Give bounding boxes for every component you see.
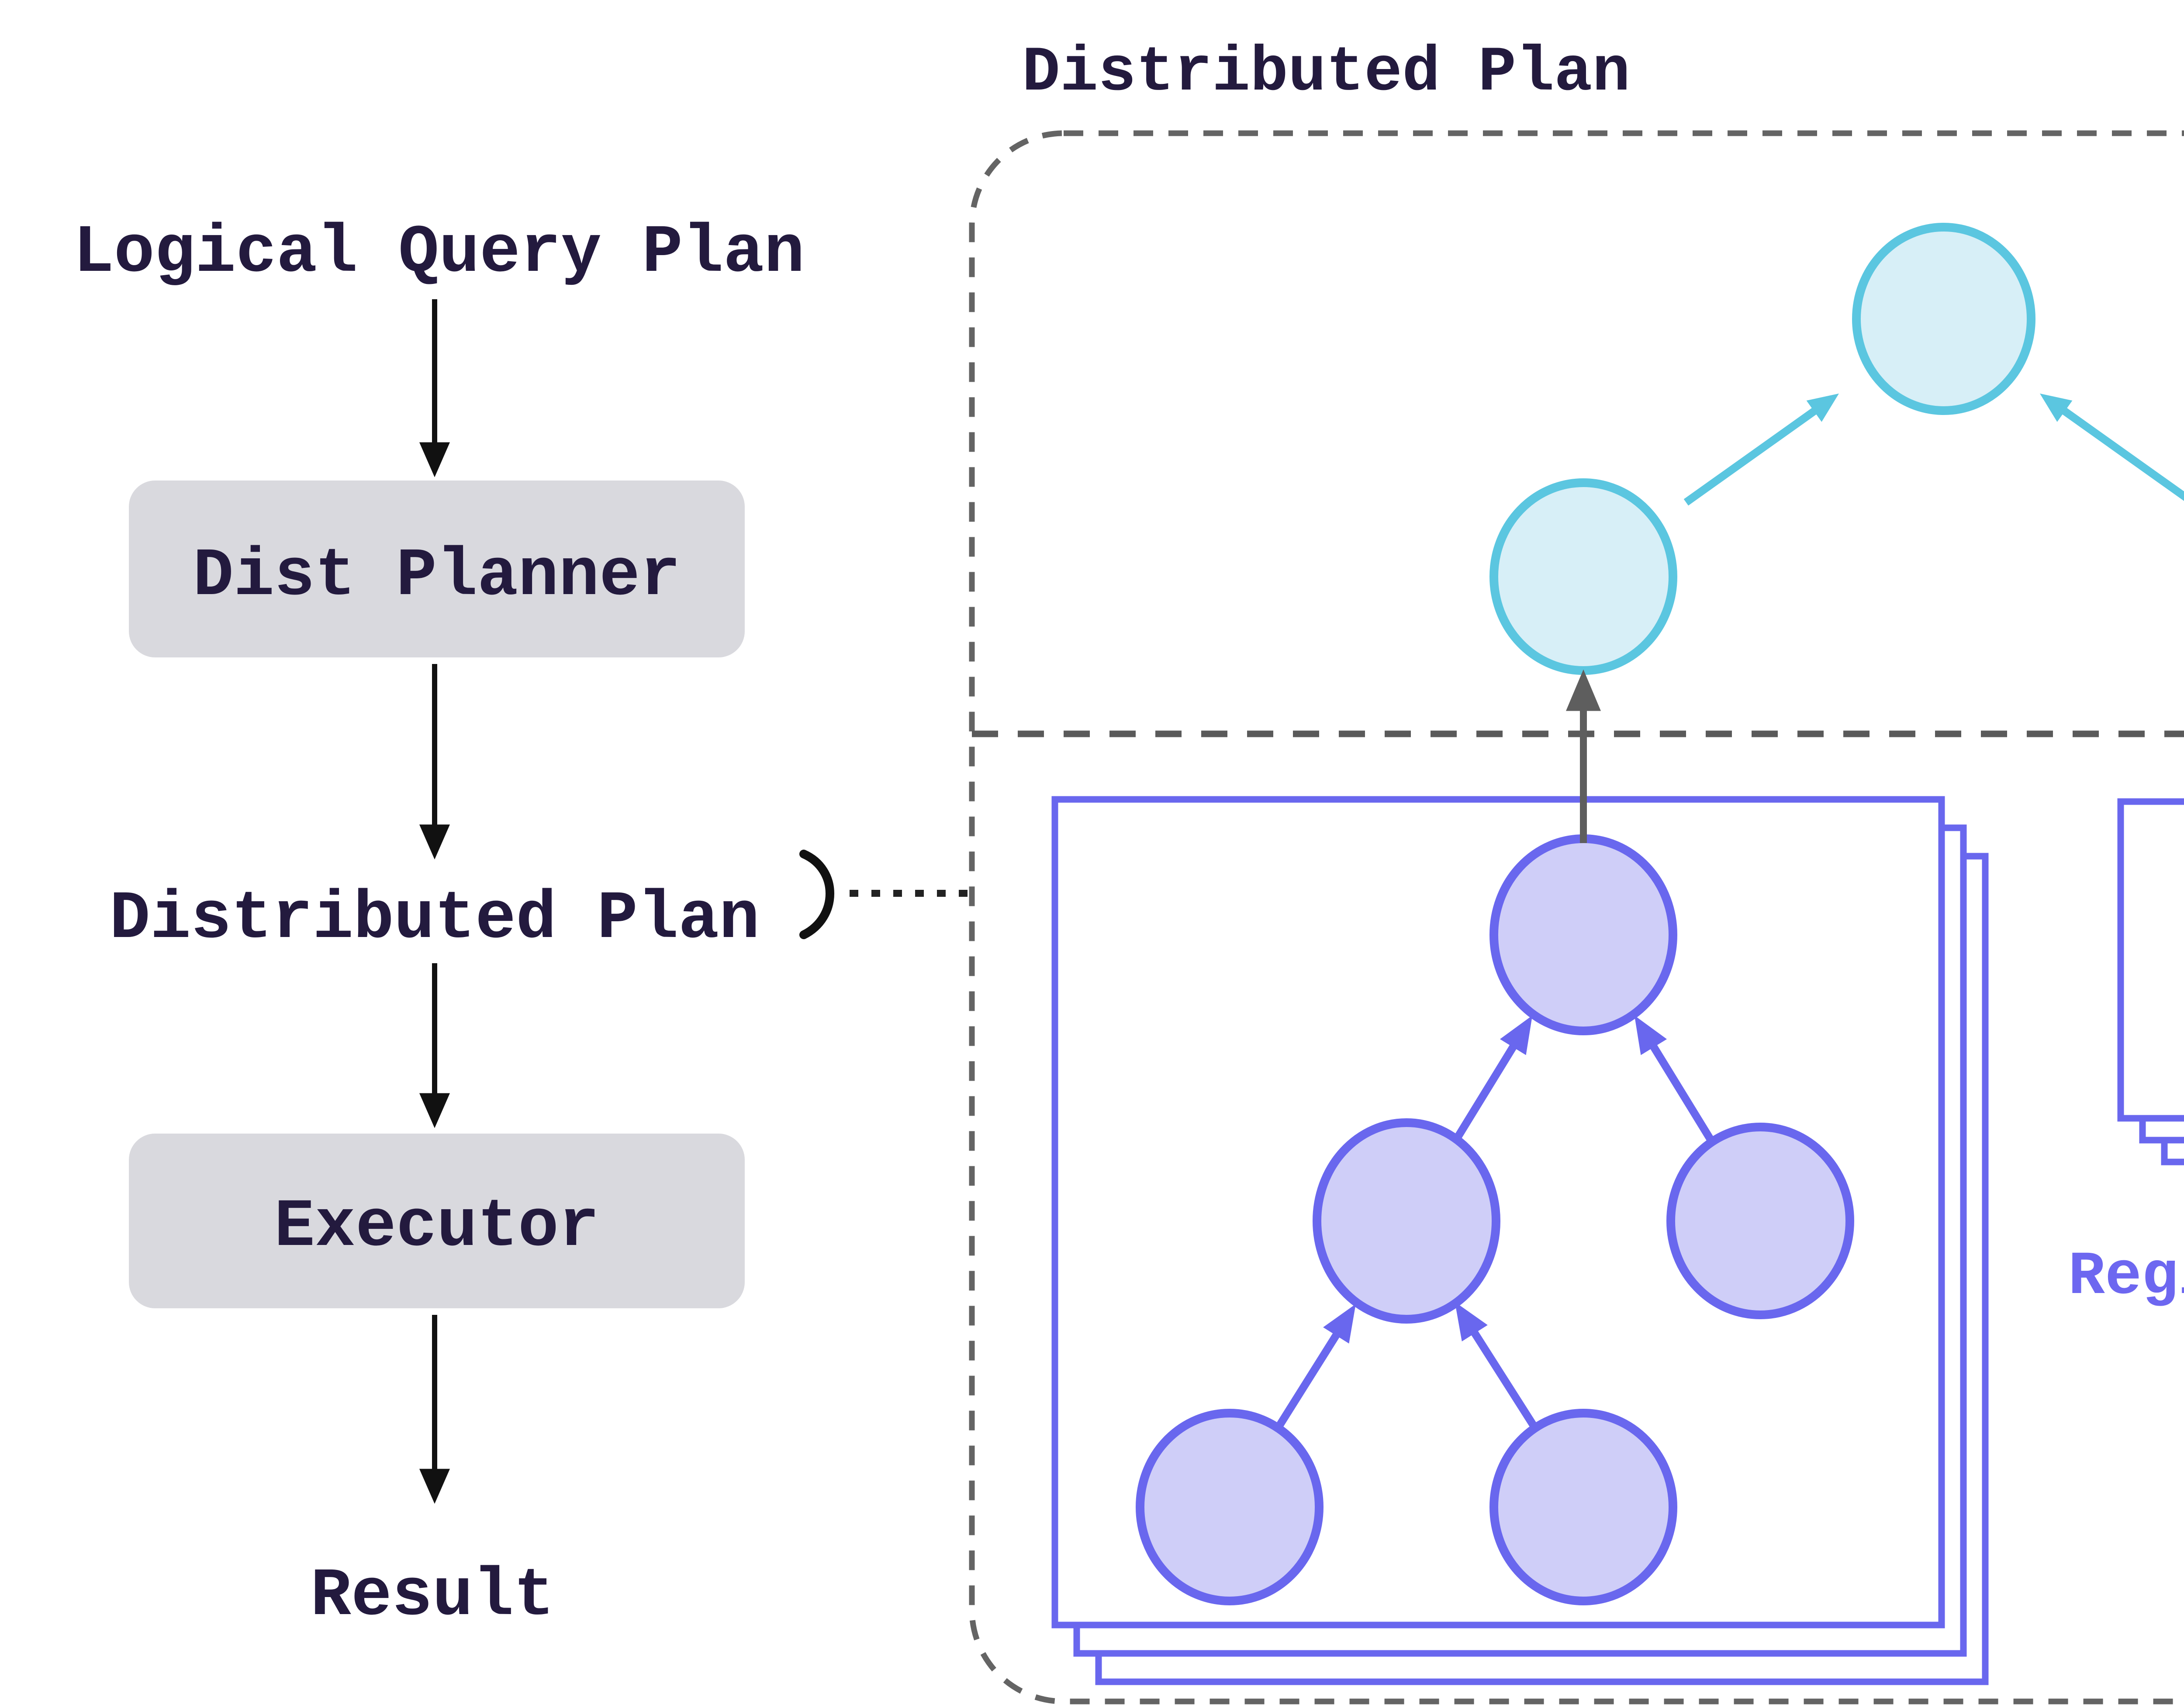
datanode-edge-arrow-icon bbox=[1451, 1015, 1533, 1144]
region-card-stack-right bbox=[2117, 798, 2184, 1165]
dist-planner-label: Dist Planner bbox=[193, 538, 681, 615]
datanode-leaf-mid-node bbox=[1489, 1409, 1677, 1605]
datanode-root-node bbox=[1489, 834, 1677, 1035]
datanode-edge-arrow-icon bbox=[1455, 1302, 1539, 1431]
result-label: Result bbox=[311, 1558, 554, 1635]
closing-brace-icon bbox=[799, 850, 834, 939]
datanode-edge-arrow-icon bbox=[1634, 1015, 1716, 1144]
executor-box bbox=[129, 1134, 745, 1308]
frontend-left-node bbox=[1489, 478, 1677, 675]
datanode-mid-left-node bbox=[1313, 1118, 1500, 1324]
distributed-plan-box: Distributed Plan Frontend Stage Datanode… bbox=[969, 37, 2184, 1705]
frontend-root-node bbox=[1852, 223, 2035, 415]
logical-query-plan-label: Logical Query Plan bbox=[73, 214, 805, 291]
region-card-stack-left bbox=[1051, 796, 1989, 1685]
frontend-edge-arrow-icon bbox=[1683, 393, 1839, 506]
executor-label: Executor bbox=[274, 1189, 599, 1265]
frontend-edge-arrow-icon bbox=[2040, 393, 2184, 501]
distributed-plan-label: Distributed Plan bbox=[110, 881, 760, 958]
frontend-stage-tree bbox=[1489, 223, 2184, 675]
distributed-plan-dashed-border bbox=[969, 130, 2184, 1705]
region-card-front bbox=[2117, 798, 2184, 1122]
datanode-plan-tree bbox=[1136, 834, 1854, 1605]
regions-label: Regions bbox=[2068, 1242, 2184, 1312]
distributed-plan-box-title: Distributed Plan bbox=[1022, 37, 1630, 109]
datanode-edge-arrow-icon bbox=[1274, 1304, 1356, 1431]
datanode-mid-right-node bbox=[1666, 1123, 1854, 1319]
pipeline-flow: Logical Query Plan Dist Planner Distribu… bbox=[73, 214, 968, 1635]
dist-planner-box bbox=[129, 481, 745, 657]
datanode-leaf-left-node bbox=[1136, 1409, 1324, 1605]
